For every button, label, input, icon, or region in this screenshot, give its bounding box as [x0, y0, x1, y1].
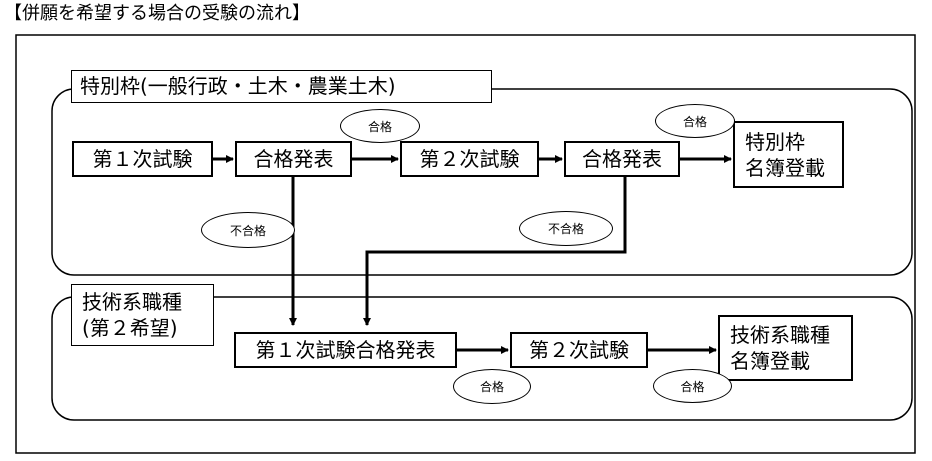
pass-label-technical-2: 合格	[653, 369, 732, 403]
technical-result1-box: 第１次試験合格発表	[234, 332, 457, 368]
technical-registry-box: 技術系職種 名簿登載	[718, 315, 853, 381]
technical-registry-line2: 名簿登載	[730, 349, 810, 373]
arrow-fail2-path	[363, 177, 627, 326]
outer-frame	[15, 34, 916, 454]
special-exam2-box: 第２次試験	[400, 141, 539, 177]
special-exam1-box: 第１次試験	[72, 141, 213, 177]
pass-label-special-1: 合格	[340, 109, 420, 143]
special-result1-box: 合格発表	[235, 141, 352, 177]
special-group-label: 特別枠(一般行政・土木・農業土木)	[71, 70, 492, 103]
technical-group-label: 技術系職種 (第２希望)	[71, 284, 214, 346]
special-result2-box: 合格発表	[564, 141, 680, 177]
fail-label-1: 不合格	[201, 212, 295, 248]
diagram-title: 【併願を希望する場合の受験の流れ】	[4, 3, 310, 24]
technical-group-container	[51, 296, 913, 421]
special-registry-line2: 名簿登載	[745, 155, 825, 180]
special-registry-line1: 特別枠	[745, 129, 805, 154]
technical-registry-line1: 技術系職種	[730, 323, 830, 347]
pass-label-special-2: 合格	[655, 104, 735, 138]
technical-exam2-box: 第２次試験	[510, 332, 648, 368]
technical-label-line2: (第２希望)	[82, 316, 178, 340]
special-registry-box: 特別枠 名簿登載	[733, 121, 844, 188]
technical-label-line1: 技術系職種	[82, 290, 182, 314]
pass-label-technical-1: 合格	[453, 369, 531, 404]
fail-label-2: 不合格	[519, 211, 613, 246]
